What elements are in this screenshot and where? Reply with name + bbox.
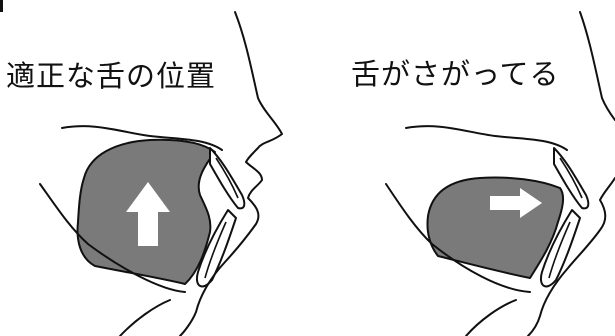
left-upper-tooth (209, 147, 246, 210)
right-panel-illustration (385, 11, 615, 336)
left-up-arrow (126, 182, 170, 246)
right-tongue-shape (426, 176, 565, 279)
right-mouth-floor-line (385, 183, 531, 293)
right-face-profile (579, 11, 615, 121)
right-lower-tooth (540, 209, 581, 288)
right-neck-line (465, 299, 517, 336)
corner-mark (0, 0, 3, 12)
right-pointing-arrow (490, 188, 542, 218)
left-lower-tooth-inner (204, 221, 227, 279)
left-lower-tooth (196, 209, 237, 288)
left-neck-line (119, 299, 171, 336)
left-palate-line (61, 125, 223, 151)
left-mouth-floor-line (39, 183, 186, 293)
left-upper-tooth-inner (215, 157, 239, 199)
right-lower-tooth-inner (548, 221, 571, 279)
left-panel-illustration (39, 11, 283, 336)
right-upper-tooth-inner (559, 157, 583, 199)
right-panel-title: 舌がさがってる (351, 57, 560, 91)
right-face-profile-lower (527, 177, 615, 336)
left-face-profile (179, 11, 283, 336)
right-palate-line (405, 125, 568, 151)
left-panel-title: 適正な舌の位置 (6, 59, 217, 93)
